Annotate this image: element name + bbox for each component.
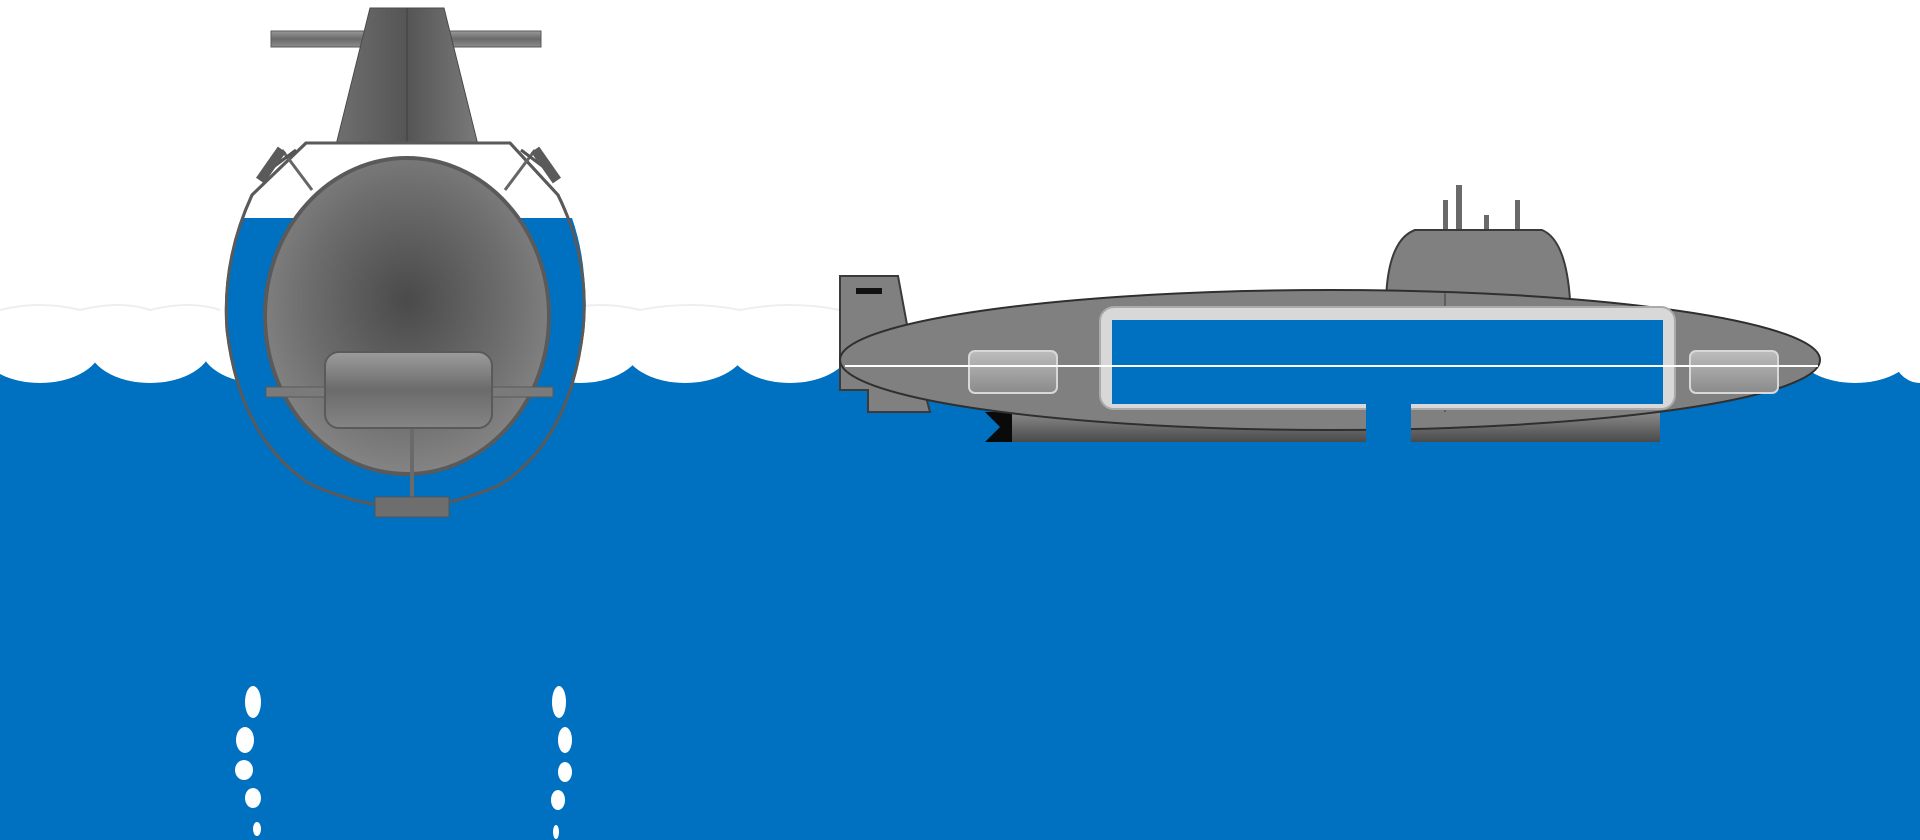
vent-valve-right [503, 146, 561, 191]
keel-opening [1366, 404, 1411, 456]
side-profile-view [839, 185, 1821, 456]
sail-icon [1384, 229, 1572, 301]
mast [1443, 200, 1448, 232]
trim-tank [324, 351, 493, 429]
cross-section-view [224, 7, 586, 518]
mast [1484, 215, 1489, 232]
bubble-icon [235, 686, 572, 839]
aft-trim-tank [968, 350, 1058, 394]
mast [1515, 200, 1520, 232]
wave-icon [0, 307, 1920, 383]
ballast-tank-water [1112, 320, 1663, 404]
keel [374, 496, 450, 518]
wave-shade [0, 304, 841, 312]
propeller-icon [985, 412, 1012, 442]
mast [1456, 185, 1462, 232]
vent-valve-left [256, 146, 314, 191]
forward-trim-tank [1689, 350, 1779, 394]
